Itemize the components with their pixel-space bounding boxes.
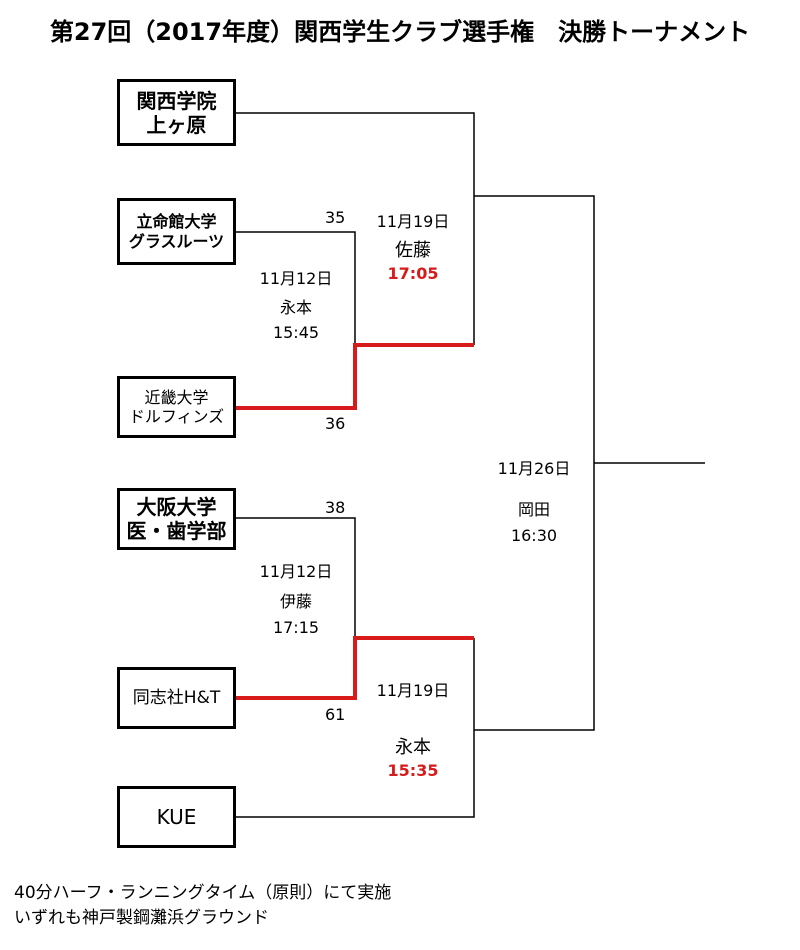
team-name: 同志社H&T <box>132 687 221 708</box>
team-box: 同志社H&T <box>117 667 236 729</box>
bracket-line-sf-bottom <box>474 463 595 731</box>
match-time: 15:45 <box>272 323 320 342</box>
team-box: KUE <box>117 786 236 848</box>
team-box: 関西学院 上ヶ原 <box>117 79 236 146</box>
match-referee: 伊藤 <box>279 592 313 611</box>
match-date: 11月19日 <box>376 212 450 231</box>
score-label: 36 <box>325 414 346 433</box>
team-name: 近畿大学 <box>144 387 209 407</box>
match-time: 15:35 <box>387 761 439 780</box>
winner-line-r1-bottom <box>236 636 474 700</box>
bracket-line-team4 <box>236 517 356 638</box>
score-label: 38 <box>325 498 346 517</box>
match-time: 16:30 <box>510 526 558 545</box>
team-subname: 医・歯学部 <box>126 519 227 543</box>
match-date: 11月26日 <box>497 459 571 478</box>
team-subname: 上ヶ原 <box>146 112 207 137</box>
team-name: 大阪大学 <box>136 495 217 519</box>
team-box: 近畿大学 ドルフィンズ <box>117 376 236 438</box>
footnote: 40分ハーフ・ランニングタイム（原則）にて実施 <box>14 883 392 903</box>
score-label: 35 <box>325 208 346 227</box>
team-name: KUE <box>156 805 197 829</box>
match-time: 17:05 <box>387 264 439 283</box>
match-date: 11月12日 <box>259 562 333 581</box>
match-referee: 岡田 <box>517 500 551 519</box>
team-box: 大阪大学 医・歯学部 <box>117 488 236 550</box>
team-box: 立命館大学 グラスルーツ <box>117 198 236 265</box>
match-referee: 永本 <box>395 737 431 758</box>
match-referee: 佐藤 <box>395 240 431 261</box>
page-title: 第27回（2017年度）関西学生クラブ選手権 決勝トーナメント <box>49 18 751 46</box>
match-date: 11月19日 <box>376 681 450 700</box>
team-subname: グラスルーツ <box>128 231 225 251</box>
team-name: 立命館大学 <box>136 212 217 232</box>
score-label: 61 <box>325 705 346 724</box>
match-referee: 永本 <box>279 298 313 317</box>
bracket-line-team2 <box>236 231 356 345</box>
bracket-line-sf-top <box>474 195 595 463</box>
footnote: いずれも神戸製鋼灘浜グラウンド <box>14 908 269 928</box>
bracket-line-team1 <box>236 112 475 345</box>
team-subname: ドルフィンズ <box>128 407 225 426</box>
match-date: 11月12日 <box>259 269 333 288</box>
bracket-line-team6 <box>236 638 475 818</box>
winner-line-r1-top <box>236 343 474 410</box>
match-time: 17:15 <box>272 618 320 637</box>
team-name: 関西学院 <box>136 88 217 113</box>
